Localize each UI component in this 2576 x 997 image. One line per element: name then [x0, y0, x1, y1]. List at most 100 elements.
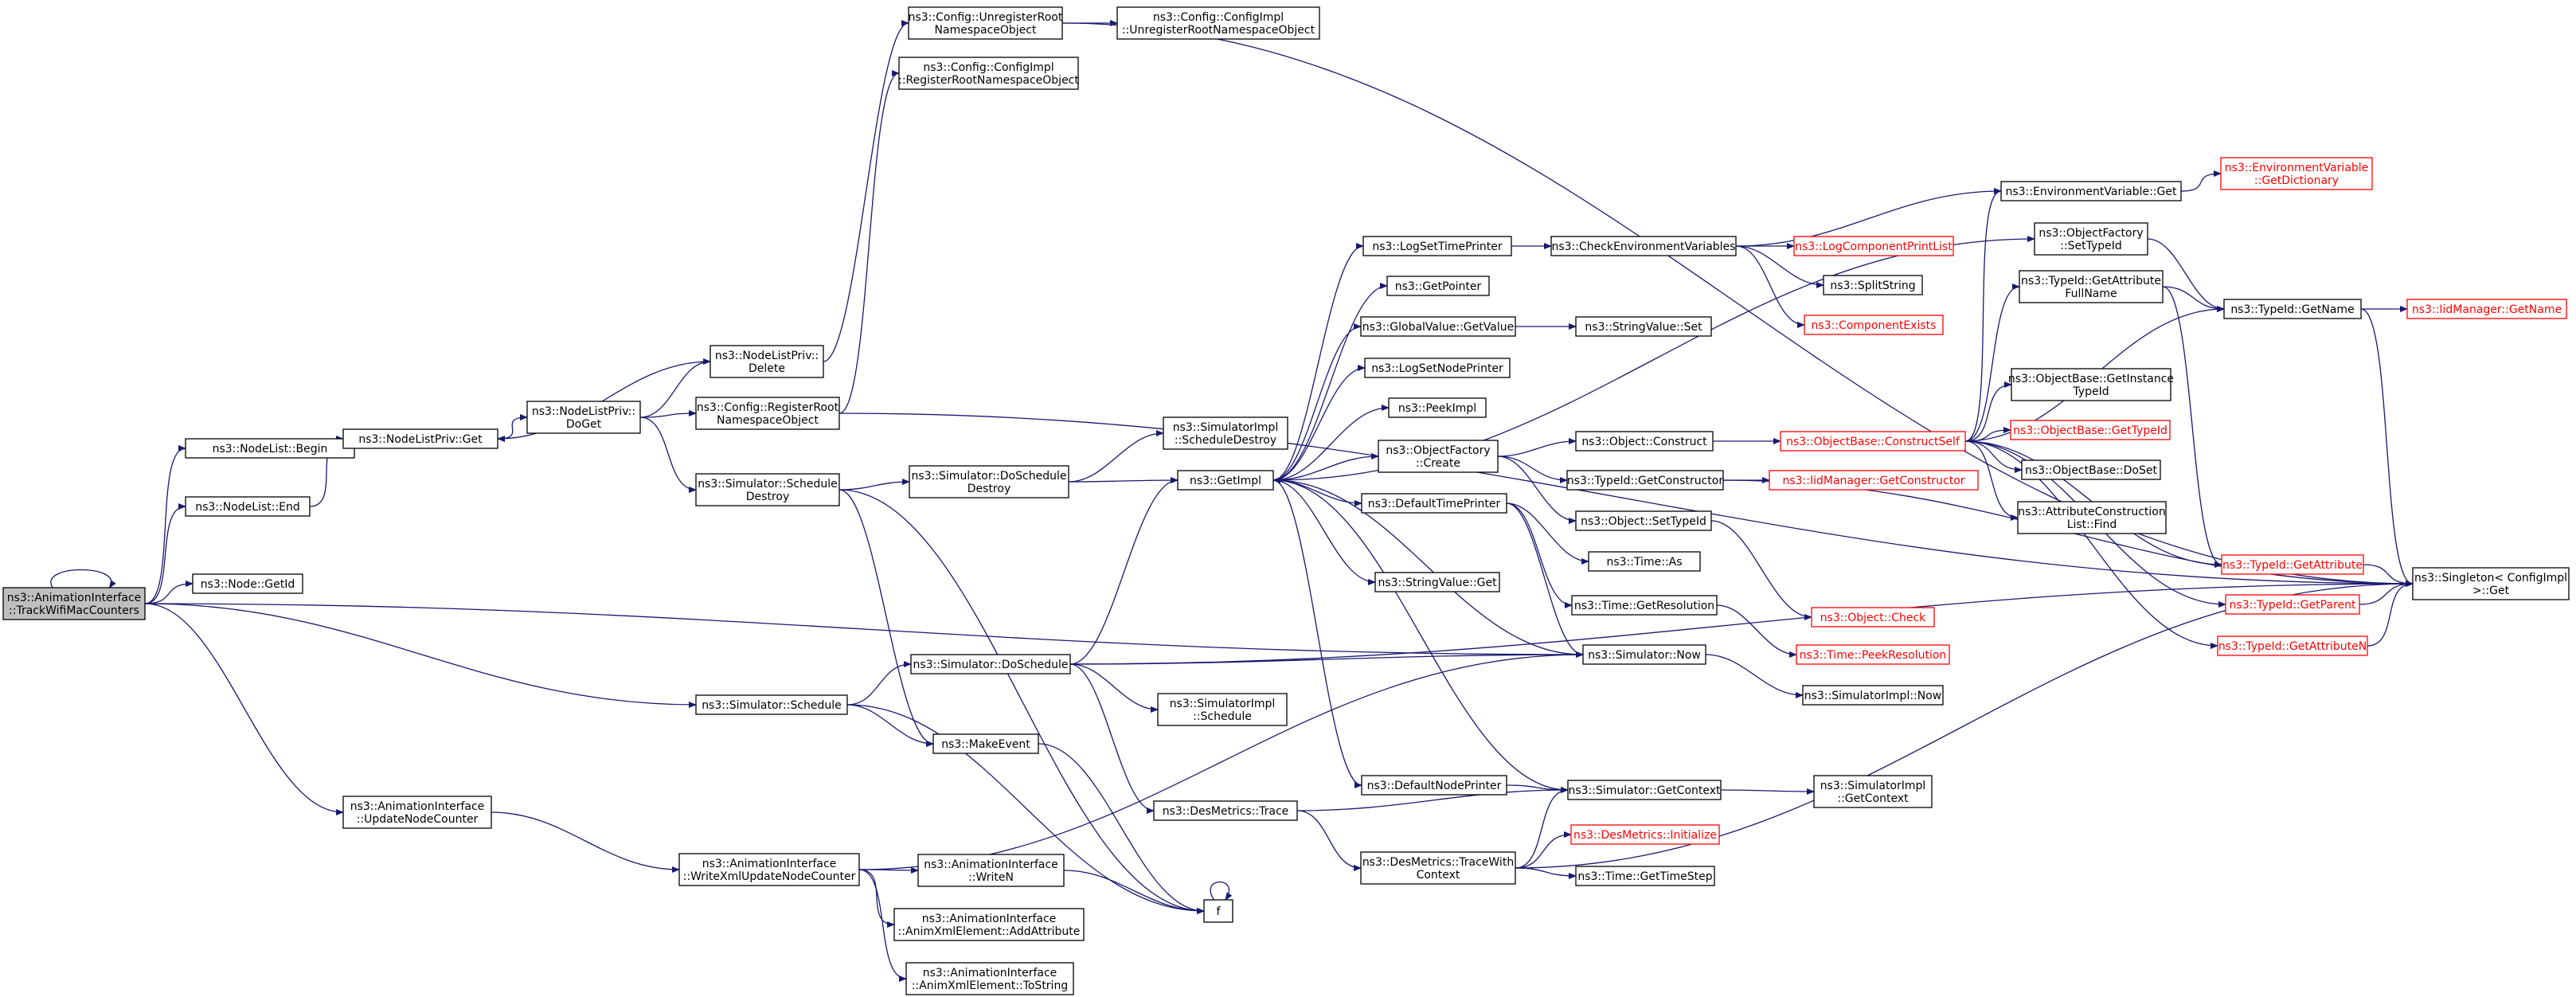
- node-time-as[interactable]: ns3::Time::As: [1588, 551, 1701, 572]
- node-desmetrics-trace[interactable]: ns3::DesMetrics::Trace: [1153, 800, 1298, 821]
- node-box: [2223, 299, 2362, 319]
- edge-nlp-delete-to-nlp-get: [497, 361, 711, 442]
- edge-anim-writen-to-f: [1063, 870, 1205, 914]
- node-cfgimpl-unreg[interactable]: ns3::Config::ConfigImpl::UnregisterRootN…: [1116, 6, 1320, 40]
- call-edge: [1272, 243, 1364, 481]
- node-getimpl[interactable]: ns3::GetImpl: [1177, 470, 1274, 491]
- node-simimpl-getctx[interactable]: ns3::SimulatorImpl::GetContext: [1813, 775, 1933, 808]
- node-nlp-doget[interactable]: ns3::NodeListPriv::DoGet: [526, 401, 641, 434]
- node-sim-getctx[interactable]: ns3::Simulator::GetContext: [1567, 780, 1722, 800]
- node-logsettimeprinter[interactable]: ns3::LogSetTimePrinter: [1362, 236, 1512, 256]
- node-anim-writen[interactable]: ns3::AnimationInterface::WriteN: [917, 854, 1065, 887]
- node-simimpl-now[interactable]: ns3::SimulatorImpl::Now: [1802, 685, 1944, 706]
- node-object-construct[interactable]: ns3::Object::Construct: [1575, 431, 1714, 452]
- node-typeid-getparent[interactable]: ns3::TypeId::GetParent: [2225, 594, 2360, 615]
- node-simimpl-schdestroy[interactable]: ns3::SimulatorImpl::ScheduleDestroy: [1163, 416, 1288, 450]
- edge-defaulttimeprinter-to-sim-now: [1506, 502, 1584, 658]
- node-of-create[interactable]: ns3::ObjectFactory::Create: [1378, 440, 1499, 473]
- node-nlp-get[interactable]: ns3::NodeListPriv::Get: [342, 428, 498, 449]
- node-f[interactable]: f: [1203, 899, 1233, 923]
- node-label: NamespaceObject: [717, 414, 819, 427]
- node-time-getres[interactable]: ns3::Time::GetResolution: [1571, 595, 1718, 616]
- node-box: [2010, 420, 2171, 440]
- node-label: ns3::AnimationInterface: [923, 967, 1057, 979]
- node-cfg-unreg[interactable]: ns3::Config::UnregisterRootNamespaceObje…: [908, 6, 1063, 40]
- node-peekimpl[interactable]: ns3::PeekImpl: [1388, 397, 1487, 418]
- node-compexists[interactable]: ns3::ComponentExists: [1804, 315, 1944, 335]
- node-stringvalue-set[interactable]: ns3::StringValue::Set: [1575, 316, 1712, 337]
- node-label: ::Schedule: [1193, 710, 1252, 723]
- node-checkenv[interactable]: ns3::CheckEnvironmentVariables: [1550, 236, 1737, 256]
- call-edge: [838, 412, 2414, 587]
- node-envvar-get[interactable]: ns3::EnvironmentVariable::Get: [2000, 181, 2182, 201]
- node-of-settypeid[interactable]: ns3::ObjectFactory::SetTypeId: [2034, 222, 2148, 256]
- node-nl-begin[interactable]: ns3::NodeList::Begin: [185, 438, 355, 459]
- node-anim-update[interactable]: ns3::AnimationInterface::UpdateNodeCount…: [342, 796, 492, 829]
- node-label: ::UpdateNodeCounter: [357, 813, 479, 826]
- node-logcomplist[interactable]: ns3::LogComponentPrintList: [1793, 236, 1954, 256]
- node-gv-getvalue[interactable]: ns3::GlobalValue::GetValue: [1360, 316, 1516, 337]
- node-root[interactable]: ns3::AnimationInterface::TrackWifiMacCou…: [2, 587, 146, 620]
- node-sim-schedule[interactable]: ns3::Simulator::Schedule: [695, 694, 848, 715]
- edge-root-to-node-getid: [144, 581, 193, 604]
- node-node-getid[interactable]: ns3::Node::GetId: [192, 573, 303, 594]
- node-nlp-delete[interactable]: ns3::NodeListPriv::Delete: [709, 345, 824, 378]
- edge-of-create-to-object-construct: [1497, 438, 1577, 457]
- edge-nlp-get-to-nlp-doget: [497, 414, 528, 440]
- node-iid-getname[interactable]: ns3::IidManager::GetName: [2406, 299, 2567, 319]
- edge-getimpl-to-getpointer: [1272, 283, 1388, 481]
- node-label: ::WriteXmlUpdateNodeCounter: [683, 870, 856, 883]
- edge-sim-schedule-to-makeevent: [846, 704, 934, 747]
- node-nl-end[interactable]: ns3::NodeList::End: [185, 496, 311, 517]
- node-typeid-getctor[interactable]: ns3::TypeId::GetConstructor: [1566, 470, 1724, 491]
- node-anim-tostring[interactable]: ns3::AnimationInterface::AnimXmlElement:…: [905, 962, 1074, 995]
- node-object-settypeid[interactable]: ns3::Object::SetTypeId: [1575, 510, 1712, 531]
- node-makeevent[interactable]: ns3::MakeEvent: [932, 733, 1039, 754]
- node-logsetnodeprinter[interactable]: ns3::LogSetNodePrinter: [1364, 358, 1511, 378]
- node-sim-now[interactable]: ns3::Simulator::Now: [1582, 644, 1706, 665]
- node-typeid-getname[interactable]: ns3::TypeId::GetName: [2223, 299, 2362, 319]
- call-edge: [144, 445, 186, 604]
- node-defaulttimeprinter[interactable]: ns3::DefaultTimePrinter: [1361, 493, 1507, 514]
- node-sim-schdestroy[interactable]: ns3::Simulator::ScheduleDestroy: [695, 473, 840, 506]
- node-dm-initialize[interactable]: ns3::DesMetrics::Initialize: [1570, 824, 1720, 845]
- edge-of-settypeid-to-typeid-getname: [2147, 238, 2225, 312]
- node-label: ns3::Simulator::GetContext: [1568, 784, 1721, 797]
- node-simimpl-schedule[interactable]: ns3::SimulatorImpl::Schedule: [1157, 693, 1288, 726]
- node-object-check[interactable]: ns3::Object::Check: [1811, 607, 1935, 628]
- node-label: ns3::NodeListPriv::: [532, 405, 635, 418]
- call-edge: [1964, 283, 2020, 442]
- node-cfg-reg[interactable]: ns3::Config::RegisterRootNamespaceObject: [695, 397, 840, 430]
- call-edge: [1063, 870, 1205, 914]
- node-time-gettimestep[interactable]: ns3::Time::GetTimeStep: [1575, 866, 1715, 886]
- node-ob-doset[interactable]: ns3::ObjectBase::DoSet: [2021, 459, 2161, 480]
- node-anim-writexml[interactable]: ns3::AnimationInterface::WriteXmlUpdateN…: [678, 853, 860, 886]
- call-edge: [1272, 477, 1584, 655]
- node-getpointer[interactable]: ns3::GetPointer: [1386, 276, 1490, 296]
- call-edge: [1735, 245, 1805, 328]
- node-typeid-getattrn[interactable]: ns3::TypeId::GetAttributeN: [2217, 635, 2368, 656]
- node-sim-dosched[interactable]: ns3::Simulator::DoSchedule: [910, 654, 1071, 674]
- node-iid-getctor[interactable]: ns3::IidManager::GetConstructor: [1769, 470, 1979, 491]
- node-label: FullName: [2065, 287, 2117, 300]
- edge-sim-dosched-to-desmetrics-trace: [1069, 663, 1155, 814]
- node-ob-constructself[interactable]: ns3::ObjectBase::ConstructSelf: [1780, 431, 1966, 452]
- node-label: NamespaceObject: [935, 24, 1037, 37]
- node-typeid-getattr[interactable]: ns3::TypeId::GetAttribute: [2221, 554, 2364, 575]
- node-ob-gettypeid[interactable]: ns3::ObjectBase::GetTypeId: [2010, 420, 2171, 440]
- node-box: [1813, 775, 1933, 808]
- node-stringvalue-get[interactable]: ns3::StringValue::Get: [1374, 572, 1500, 592]
- node-splitstring[interactable]: ns3::SplitString: [1823, 275, 1923, 295]
- node-time-peekres[interactable]: ns3::Time::PeekResolution: [1796, 644, 1950, 665]
- node-label: ns3::ObjectFactory: [1386, 444, 1490, 457]
- node-cfgimpl-reg[interactable]: ns3::Config::ConfigImpl::RegisterRootNam…: [898, 57, 1079, 90]
- node-anim-addattr[interactable]: ns3::AnimationInterface::AnimXmlElement:…: [893, 908, 1085, 941]
- node-defaultnodeprinter[interactable]: ns3::DefaultNodePrinter: [1361, 775, 1507, 796]
- node-singleton-get[interactable]: ns3::Singleton< ConfigImpl >::Get: [2412, 567, 2570, 600]
- node-envvar-getdict[interactable]: ns3::EnvironmentVariable::GetDictionary: [2220, 157, 2373, 190]
